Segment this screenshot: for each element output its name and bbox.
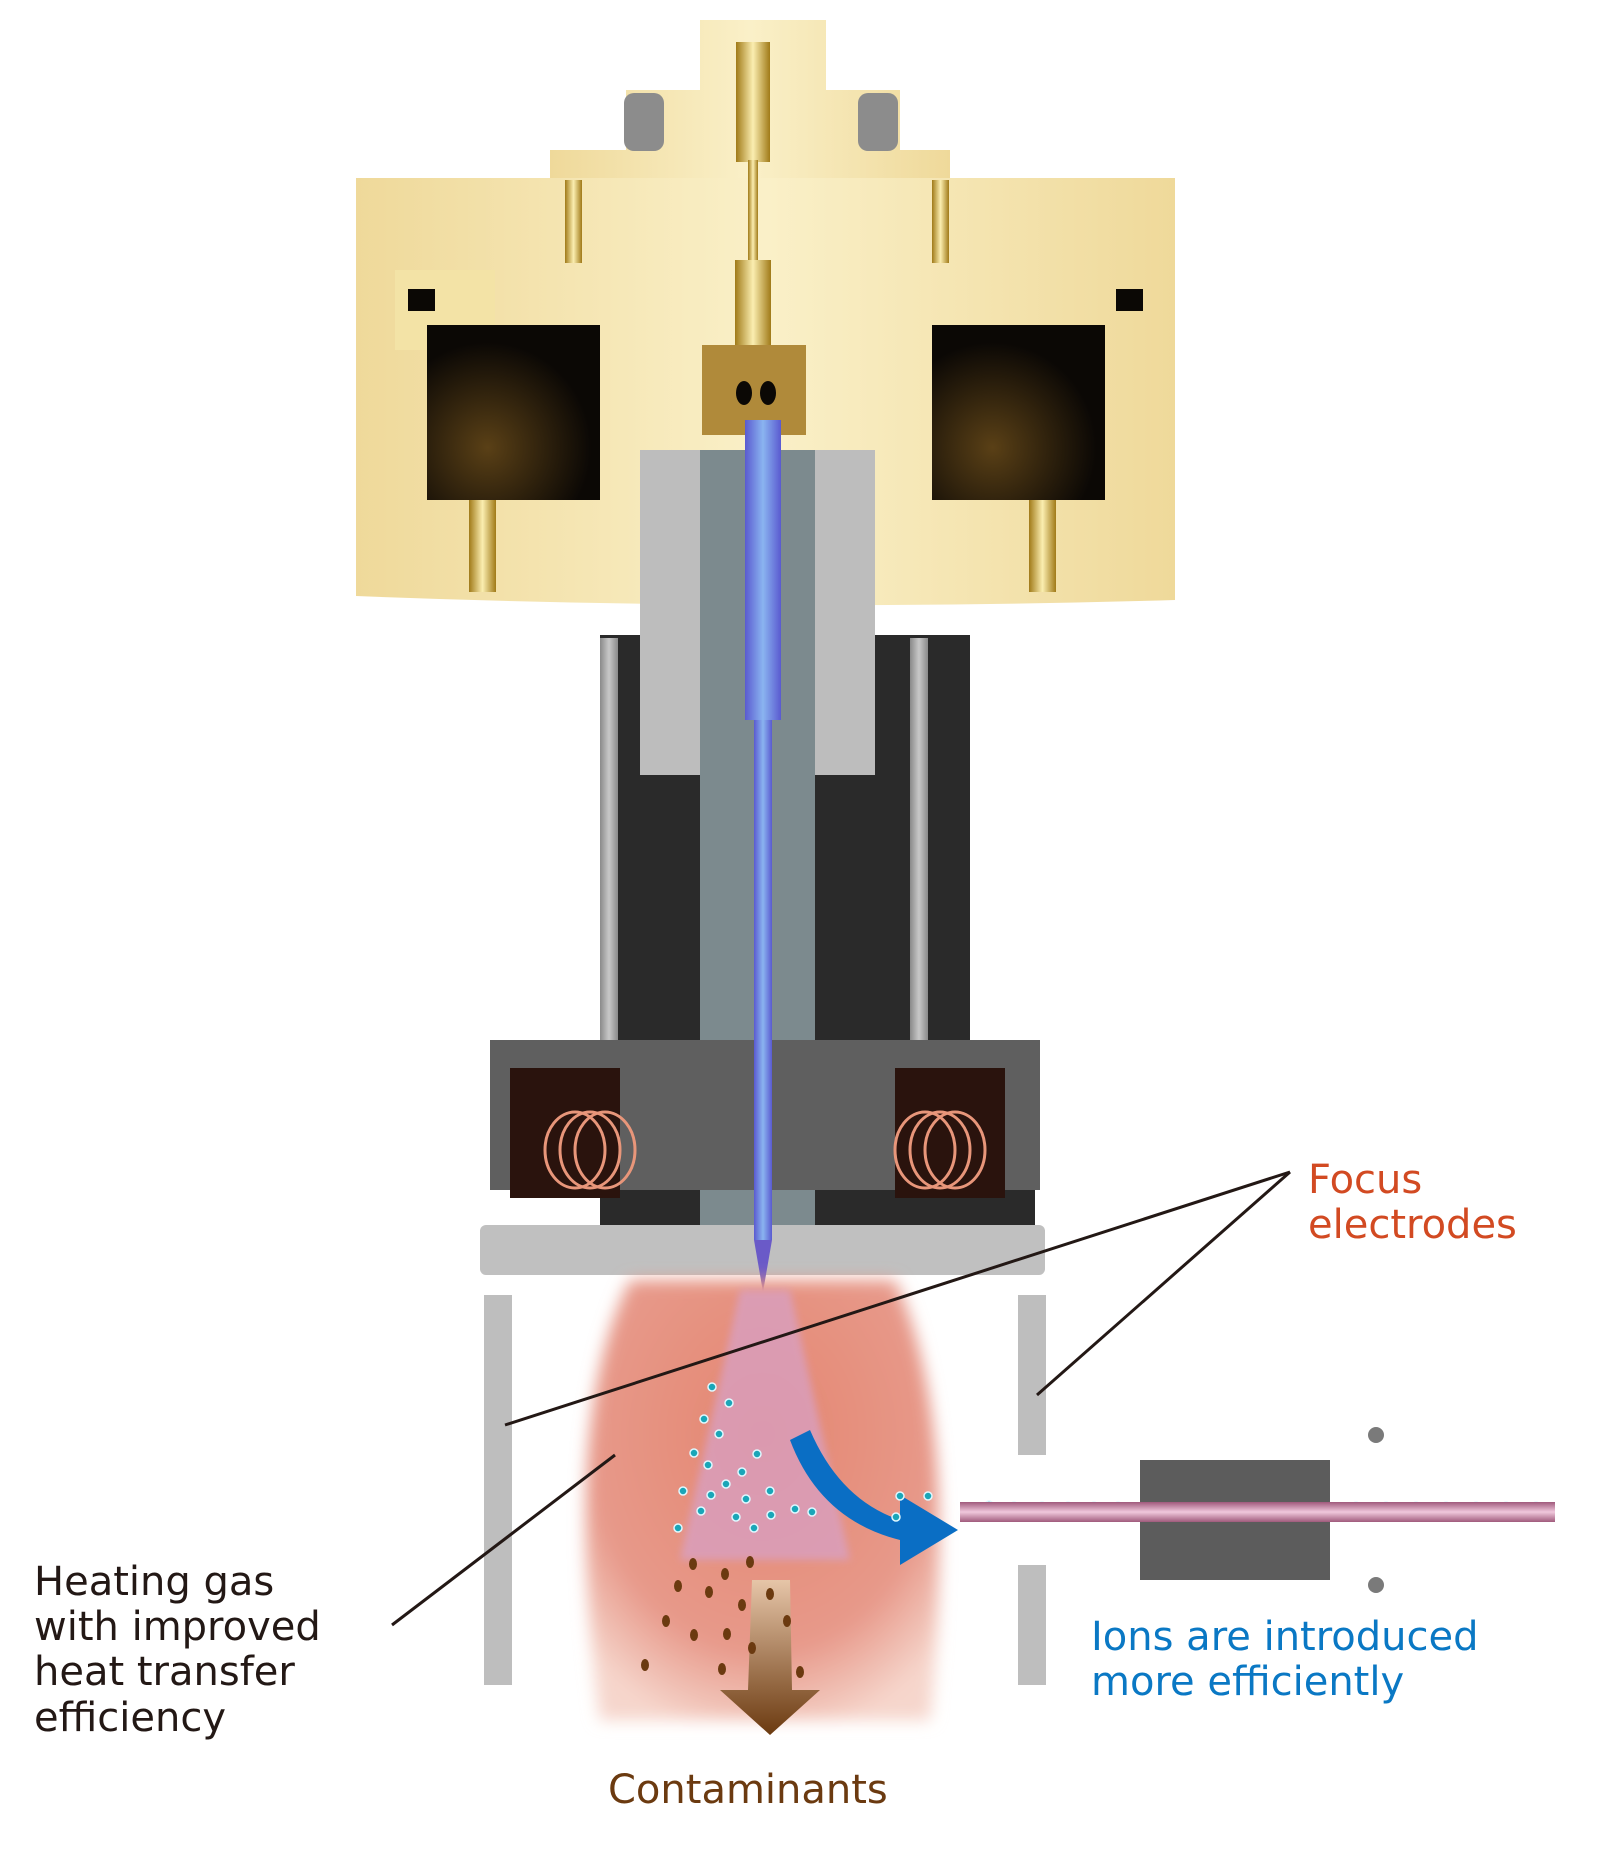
focus-electrode-right-lower <box>1018 1565 1046 1685</box>
contaminant-dot <box>718 1663 726 1675</box>
ion-dot <box>689 1448 699 1458</box>
ion-dot <box>696 1506 706 1516</box>
ion-dot <box>891 1512 901 1522</box>
contaminant-dot <box>689 1558 697 1570</box>
ion-dot <box>731 1512 741 1522</box>
focus-electrodes-label: Focus electrodes <box>1308 1157 1517 1249</box>
focus-label-line-1: Focus <box>1308 1157 1423 1203</box>
needle <box>754 720 772 1240</box>
ion-dot <box>706 1490 716 1500</box>
ions-introduced-label: Ions are introduced more efficiently <box>1091 1614 1479 1706</box>
contaminant-dot <box>766 1588 774 1600</box>
focus-electrode-right-upper <box>1018 1295 1046 1455</box>
contaminant-dot <box>746 1556 754 1568</box>
heating-label-line-3: heat transfer <box>34 1649 295 1696</box>
ion-dot <box>765 1486 775 1496</box>
contaminant-dot <box>662 1615 670 1627</box>
heater-coil-right <box>893 1110 987 1190</box>
contaminant-dot <box>723 1628 731 1640</box>
contaminant-dot <box>748 1642 756 1654</box>
needle-tip <box>754 1240 772 1292</box>
ion-dot <box>749 1523 759 1533</box>
heater-coil-left <box>543 1110 637 1190</box>
ion-dot <box>923 1491 933 1501</box>
ion-dot <box>678 1486 688 1496</box>
ion-dot <box>714 1429 724 1439</box>
left-nut <box>624 93 664 151</box>
ion-flow-arrow <box>790 1430 958 1565</box>
contaminant-dot <box>641 1659 649 1671</box>
right-cavity <box>932 325 1105 500</box>
ion-dot <box>703 1460 713 1470</box>
ions-label-line-2: more efficiently <box>1091 1659 1405 1706</box>
ion-dot <box>699 1414 709 1424</box>
heating-label-line-4: efficiency <box>34 1694 227 1741</box>
focus-electrode-left <box>484 1295 512 1685</box>
contaminants-label: Contaminants <box>608 1767 888 1813</box>
contaminant-particles <box>641 1556 804 1678</box>
ion-dot <box>766 1510 776 1520</box>
contaminant-dot <box>796 1666 804 1678</box>
ion-dot <box>721 1479 731 1489</box>
focus-label-line-2: electrodes <box>1308 1202 1517 1249</box>
ions-label-line-1: Ions are introduced <box>1091 1614 1479 1660</box>
leader-line-heating-gas <box>391 1453 616 1627</box>
contaminant-dot <box>721 1568 729 1580</box>
leader-line-focus-left <box>504 1170 1291 1427</box>
contaminants-arrow <box>720 1580 820 1735</box>
leader-line-focus-right <box>1036 1170 1291 1397</box>
ion-capillary <box>960 1502 1555 1522</box>
contaminant-dot <box>738 1599 746 1611</box>
ion-dot <box>737 1467 747 1477</box>
ion-dot <box>741 1494 751 1504</box>
ion-dot <box>895 1491 905 1501</box>
spray-cone <box>680 1290 850 1560</box>
contaminant-dot <box>705 1586 713 1598</box>
ion-dot <box>707 1382 717 1392</box>
ion-dot <box>807 1507 817 1517</box>
steel-body <box>480 450 1045 1275</box>
ion-dot <box>790 1504 800 1514</box>
ion-dot <box>673 1523 683 1533</box>
heating-gas-label: Heating gas with improved heat transfer … <box>34 1559 321 1741</box>
right-nut <box>858 93 898 151</box>
heating-label-line-2: with improved <box>34 1604 321 1651</box>
ion-dot <box>752 1449 762 1459</box>
contaminant-dot <box>690 1629 698 1641</box>
heating-label-line-1: Heating gas <box>34 1559 275 1605</box>
contaminant-dot <box>783 1615 791 1627</box>
contaminant-dot <box>674 1580 682 1592</box>
needle-upper <box>745 420 781 720</box>
left-cavity <box>427 325 600 500</box>
ion-dot <box>724 1398 734 1408</box>
ms-inlet <box>960 1427 1555 1593</box>
